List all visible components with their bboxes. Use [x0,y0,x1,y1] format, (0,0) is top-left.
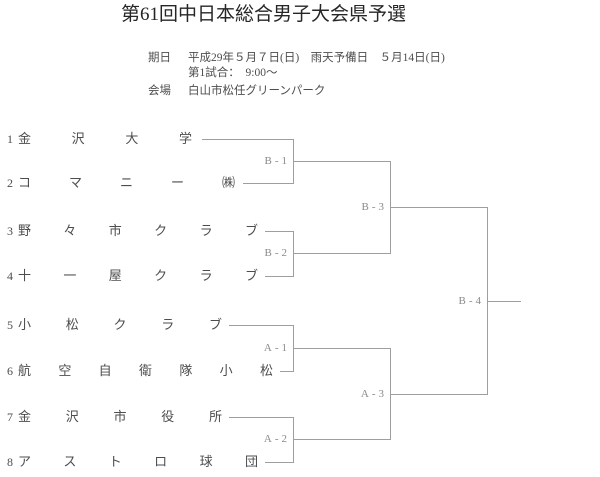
winner-line [487,301,521,302]
team-row: 4 十一屋クラブ [7,268,258,284]
team-row: 8 アストロ球団 [7,454,258,470]
team-seed: 1 [7,132,13,146]
bracket-line [265,462,294,463]
match-label-a1: A-1 [263,342,290,354]
team-row: 3 野々市クラブ [7,223,258,239]
team-name: 金沢市役所 [18,409,222,424]
date-label: 期日 [148,52,171,64]
bracket-line [390,207,488,208]
bracket-line [202,139,294,140]
bracket-line [293,348,391,349]
bracket-line [229,417,294,418]
team-row: 6 航空自衛隊小松 [7,363,273,379]
team-seed: 5 [7,318,13,332]
first-match-time: 第1試合： 9:00～ [188,67,278,79]
match-label-b2: B-2 [264,247,290,259]
bracket-line [293,417,294,463]
page-title: 第61回中日本総合男子大会県予選 [120,4,406,25]
bracket-line [229,325,294,326]
team-name: アストロ球団 [18,454,258,469]
team-seed: 3 [7,224,13,238]
team-name: 十一屋クラブ [18,268,258,283]
bracket-line [293,161,391,162]
team-seed: 2 [7,176,13,190]
bracket-line [390,394,488,395]
team-name: 小松クラブ [18,317,222,332]
bracket-line [280,371,294,372]
team-name: 野々市クラブ [18,223,258,238]
team-name: コマニー㈱ [18,175,235,190]
team-seed: 7 [7,410,13,424]
team-row: 1 金沢大学 [7,131,192,147]
venue-label: 会場 [148,85,171,97]
bracket-line [293,253,391,254]
bracket-line [265,231,294,232]
team-name: 航空自衛隊小松 [18,363,273,378]
bracket-line [265,276,294,277]
team-name: 金沢大学 [18,131,192,146]
date-value: 平成29年５月７日(日) 雨天予備日 ５月14日(日) [188,52,445,64]
match-label-b4: B-4 [458,295,484,307]
match-label-a3: A-3 [360,388,387,400]
team-row: 2 コマニー㈱ [7,175,235,191]
team-seed: 4 [7,269,13,283]
venue-value: 白山市松任グリーンパーク [188,85,326,97]
team-seed: 6 [7,364,13,378]
match-label-a2: A-2 [263,433,290,445]
team-row: 7 金沢市役所 [7,409,222,425]
match-label-b1: B-1 [264,155,290,167]
bracket-line [293,231,294,277]
team-row: 5 小松クラブ [7,317,222,333]
match-label-b3: B-3 [361,201,387,213]
bracket-line [293,439,391,440]
team-seed: 8 [7,455,13,469]
bracket-line [243,183,294,184]
